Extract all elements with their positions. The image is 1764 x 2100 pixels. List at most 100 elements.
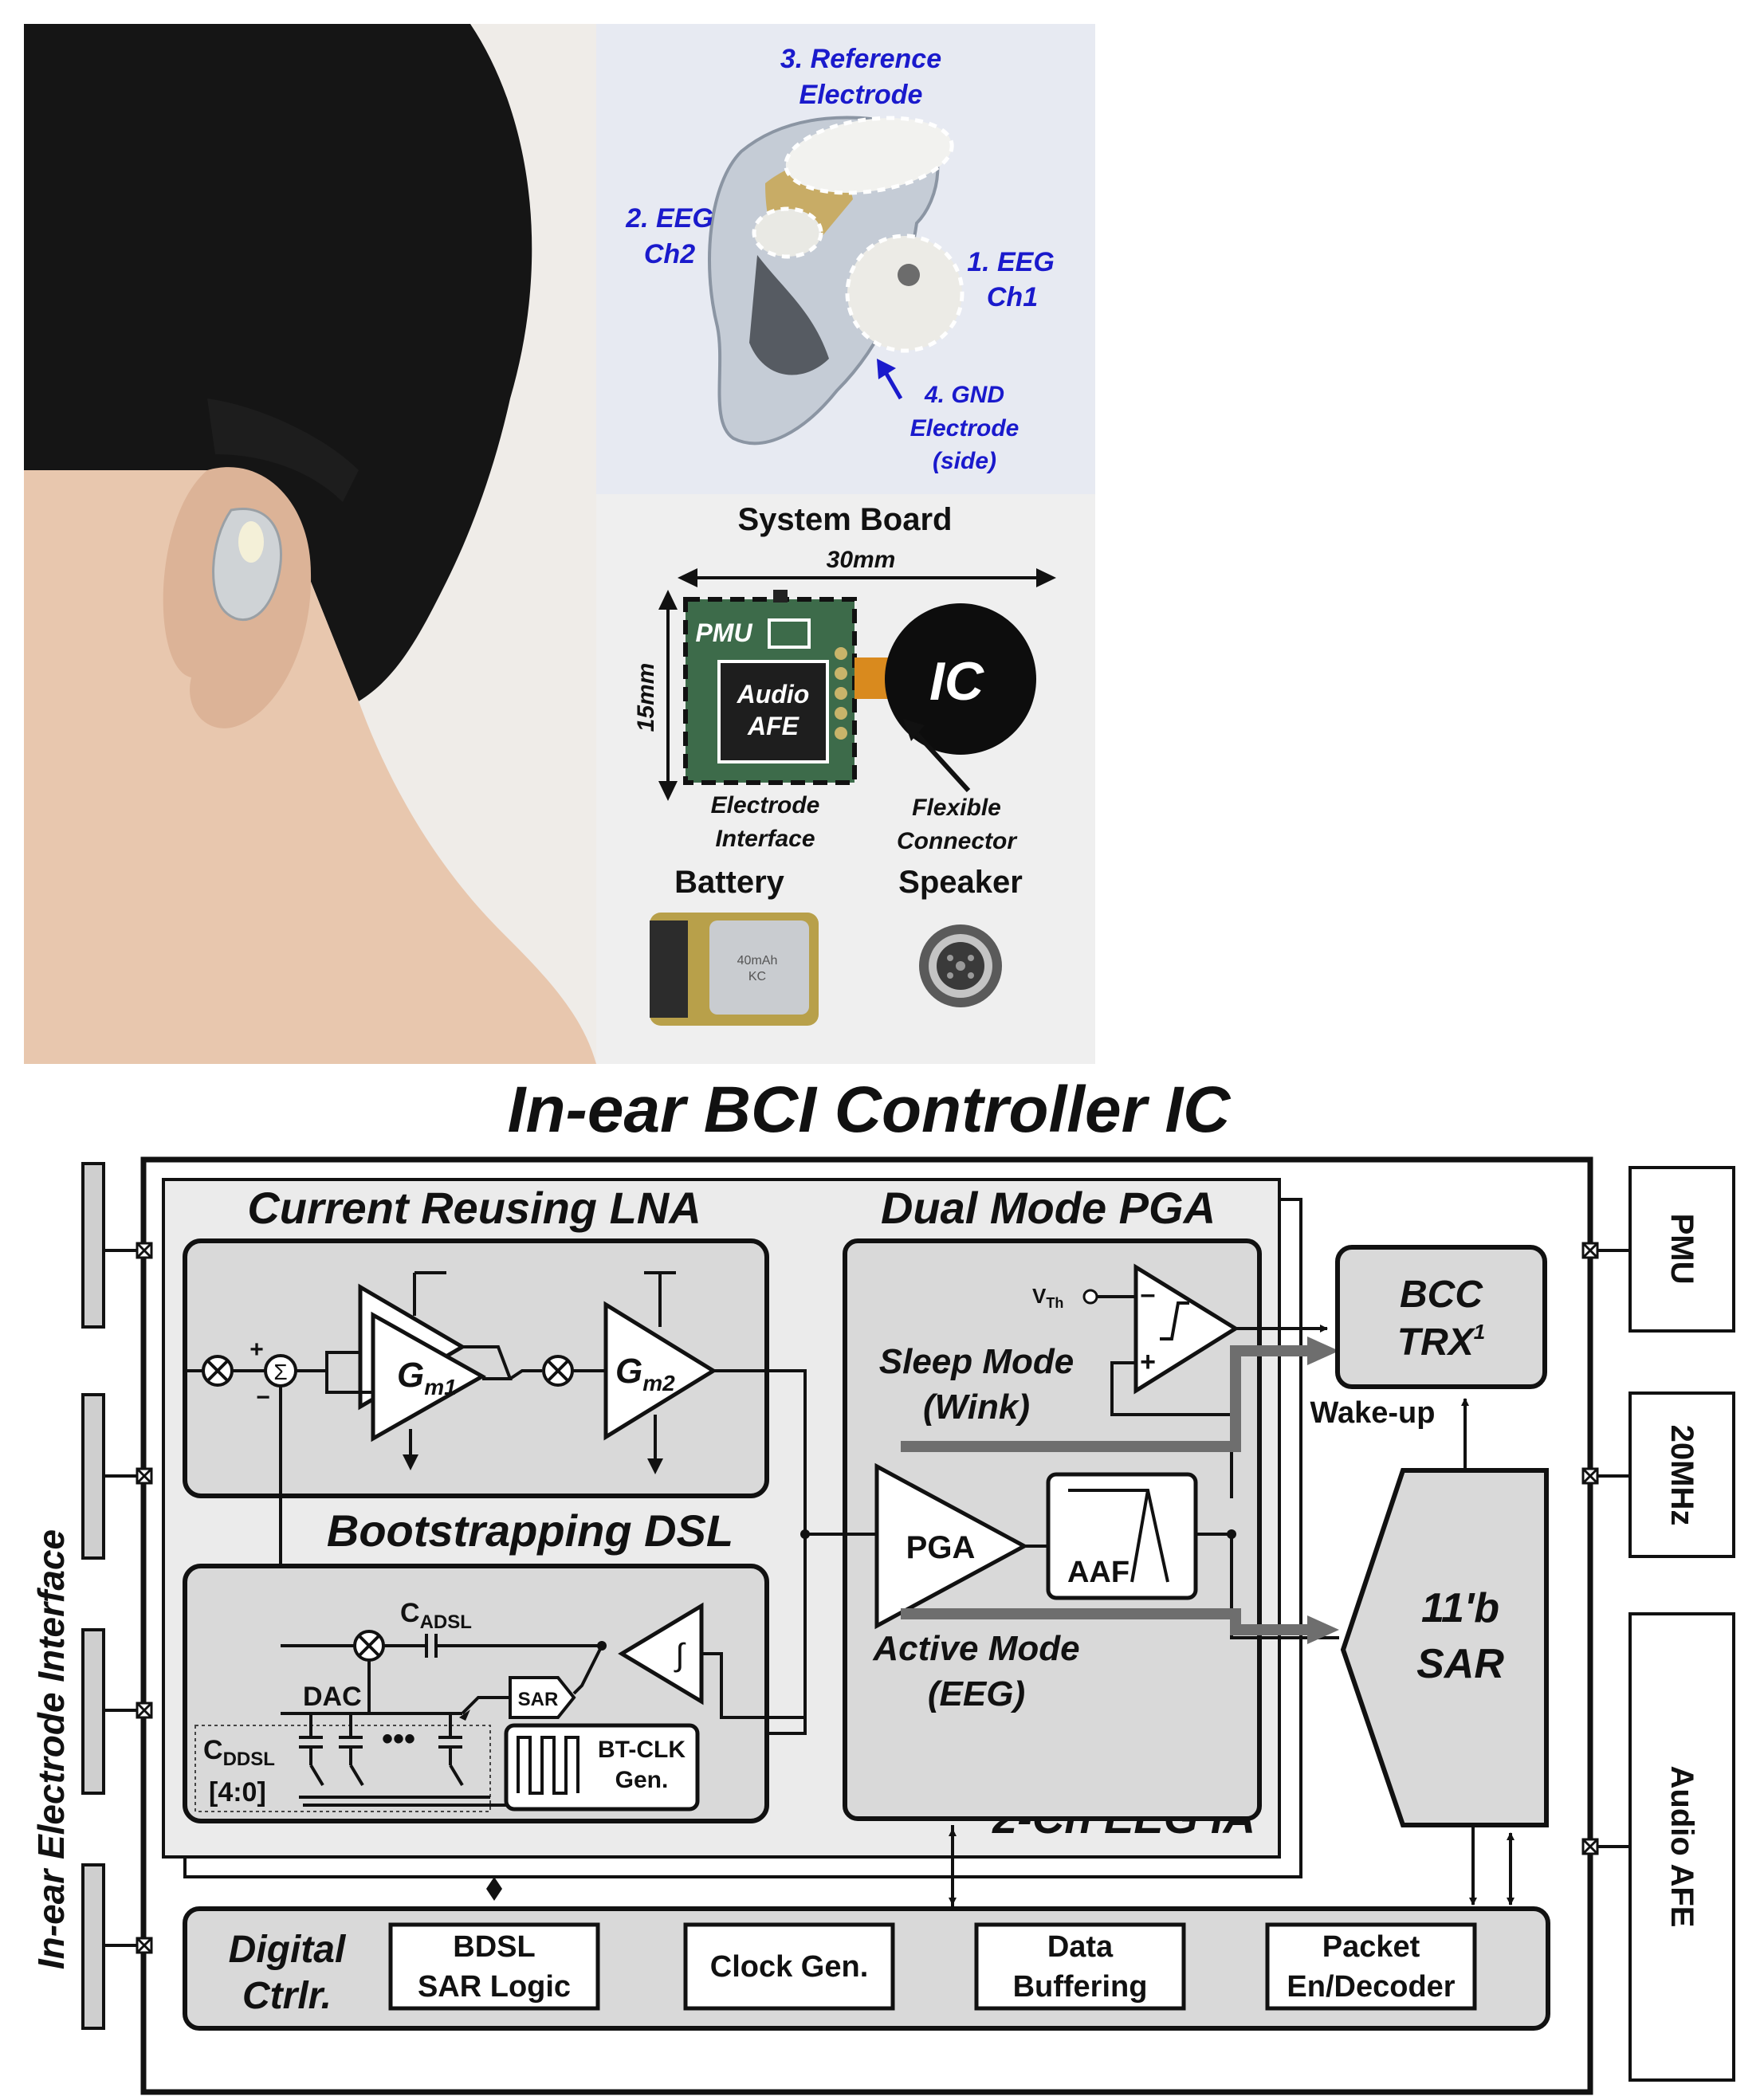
trx-label: TRX1: [1397, 1320, 1485, 1364]
audio-afe-label-2: AFE: [747, 712, 800, 740]
battery-photo: 40mAh KC: [650, 913, 819, 1026]
pmu-block-label: PMU: [1664, 1214, 1699, 1285]
digital-label: Digital: [229, 1929, 347, 1971]
eeg-ch2-label-2: Ch2: [644, 239, 695, 269]
electrode-interface-label: Electrode: [711, 792, 820, 818]
ic-blob: [885, 603, 1036, 755]
sum-symbol: Σ: [273, 1360, 287, 1384]
gm2-amplifier: [603, 1301, 717, 1441]
right-external-blocks: [1628, 1166, 1735, 2082]
svg-text:–: –: [1141, 1279, 1156, 1309]
pmu-chip: [768, 618, 811, 649]
gnd-electrode-label: 4. GND: [924, 382, 1004, 408]
dsl-sar-block: [509, 1676, 576, 1719]
dac-label: DAC: [303, 1682, 362, 1712]
electrode-interface-label-2: Interface: [715, 826, 815, 852]
sum-plus: +: [249, 1337, 264, 1363]
eeg-ch1-label-2: Ch1: [987, 282, 1038, 312]
packet-codec-block: [1265, 1922, 1477, 2011]
width-30mm-label: 30mm: [827, 547, 896, 573]
sleep-mode-label: Sleep Mode: [879, 1342, 1075, 1381]
ic-label: IC: [929, 651, 984, 712]
gm1-amplifier: [371, 1311, 487, 1443]
flexible-connector-label-2: Connector: [897, 828, 1018, 854]
buffering-label: Buffering: [1013, 1970, 1148, 2004]
active-mode-label: Active Mode: [872, 1629, 1079, 1668]
left-electrode-pads: [81, 1162, 105, 2030]
flexible-connector-label: Flexible: [912, 795, 1001, 821]
audio-afe-chip: [717, 660, 829, 763]
sar-logic-label: SAR Logic: [418, 1970, 571, 2004]
active-mode-label-2: (EEG): [928, 1674, 1025, 1713]
active-mode-path: [901, 1608, 1307, 1635]
clock-gen-label: Clock Gen.: [710, 1950, 869, 1984]
aaf-label: AAF: [1067, 1556, 1130, 1589]
reference-electrode-outline: [784, 116, 954, 195]
dsl-sar-label: SAR: [518, 1689, 559, 1710]
lna-title: Current Reusing LNA: [247, 1183, 701, 1233]
earpiece-closeup: 3. Reference Electrode 2. EEG Ch2 1. EEG…: [596, 24, 1095, 494]
cddsl-array: [194, 1725, 491, 1812]
pga-amplifier: [874, 1462, 1029, 1630]
audio-afe-label: Audio: [737, 680, 810, 709]
clock-20mhz-label: 20MHz: [1664, 1425, 1699, 1526]
height-15mm-label: 15mm: [633, 663, 659, 732]
system-board-panel: System Board 30mm 15mm PMU Audio AFE IC …: [596, 494, 1095, 1064]
sum-minus: −: [256, 1384, 270, 1411]
btclk-label: BT-CLK: [598, 1737, 686, 1763]
integrator-symbol: ∫: [674, 1638, 687, 1673]
bdsl-label: BDSL: [453, 1930, 535, 1964]
eeg-ch1-label: 1. EEG: [967, 247, 1055, 277]
btclk-label-2: Gen.: [615, 1767, 669, 1793]
diagram-title: In-ear BCI Controller IC: [508, 1074, 1232, 1146]
reference-electrode-label-2: Electrode: [799, 80, 923, 110]
clock-gen-block: [683, 1922, 895, 2011]
pga-label: PGA: [906, 1530, 976, 1565]
block-diagram: In-ear BCI Controller IC In-ear Electrod…: [30, 1074, 1735, 2095]
sleep-comparator: [1133, 1263, 1240, 1395]
lna-box: [183, 1238, 769, 1498]
sar-adc-label: 11'b: [1421, 1585, 1499, 1631]
person-ear-photo: [24, 24, 596, 1064]
svg-text:40mAh: 40mAh: [737, 954, 778, 968]
bcc-label: BCC: [1400, 1274, 1483, 1316]
gm1-label: Gm1: [397, 1356, 457, 1399]
eeg-ch2-outline: [752, 206, 823, 259]
digital-label-2: Ctrlr.: [242, 1975, 332, 2017]
gnd-electrode-label-3: (side): [933, 448, 996, 474]
packet-label: Packet: [1322, 1930, 1420, 1964]
sleep-mode-path: [901, 1345, 1307, 1452]
aaf-block: [1046, 1472, 1198, 1600]
bcc-trx-block: [1335, 1245, 1547, 1389]
gnd-electrode-label-2: Electrode: [910, 415, 1020, 442]
cddsl-label: CDDSL: [203, 1735, 275, 1770]
gm2-label: Gm2: [615, 1352, 675, 1395]
device-photo-panel: 3. Reference Electrode 2. EEG Ch2 1. EEG…: [24, 24, 1095, 1064]
speaker-label: Speaker: [898, 865, 1023, 900]
audio-afe-block-label: Audio AFE: [1664, 1766, 1699, 1928]
pga-title: Dual Mode PGA: [881, 1183, 1216, 1233]
data-buffering-block: [974, 1922, 1186, 2011]
svg-text:+: +: [1140, 1347, 1156, 1377]
cadsl-label: CADSL: [400, 1598, 472, 1633]
cddsl-dots: •••: [382, 1721, 415, 1757]
vth-label: VTh: [1032, 1284, 1063, 1311]
en-decoder-label: En/Decoder: [1287, 1970, 1455, 2004]
dsl-title: Bootstrapping DSL: [327, 1505, 733, 1556]
reference-electrode-label: 3. Reference: [780, 44, 941, 74]
bdsl-sar-logic-block: [388, 1922, 600, 2011]
eeg-ch1-outline: [845, 234, 965, 353]
speaker-photo: [919, 924, 1002, 1007]
pmu-label: PMU: [695, 618, 752, 647]
cddsl-bits-label: [4:0]: [209, 1777, 266, 1808]
right-io-pads: [1581, 1242, 1599, 1855]
left-io-pads: [136, 1242, 153, 1954]
data-label: Data: [1047, 1930, 1114, 1964]
eeg-ch2-label: 2. EEG: [625, 203, 713, 234]
battery-label: Battery: [674, 865, 785, 900]
system-board-title: System Board: [738, 502, 953, 537]
sleep-mode-label-2: (Wink): [923, 1388, 1030, 1427]
svg-text:KC: KC: [748, 970, 766, 983]
left-interface-label: In-ear Electrode Interface: [30, 1529, 72, 1969]
wakeup-label: Wake-up: [1310, 1396, 1436, 1430]
